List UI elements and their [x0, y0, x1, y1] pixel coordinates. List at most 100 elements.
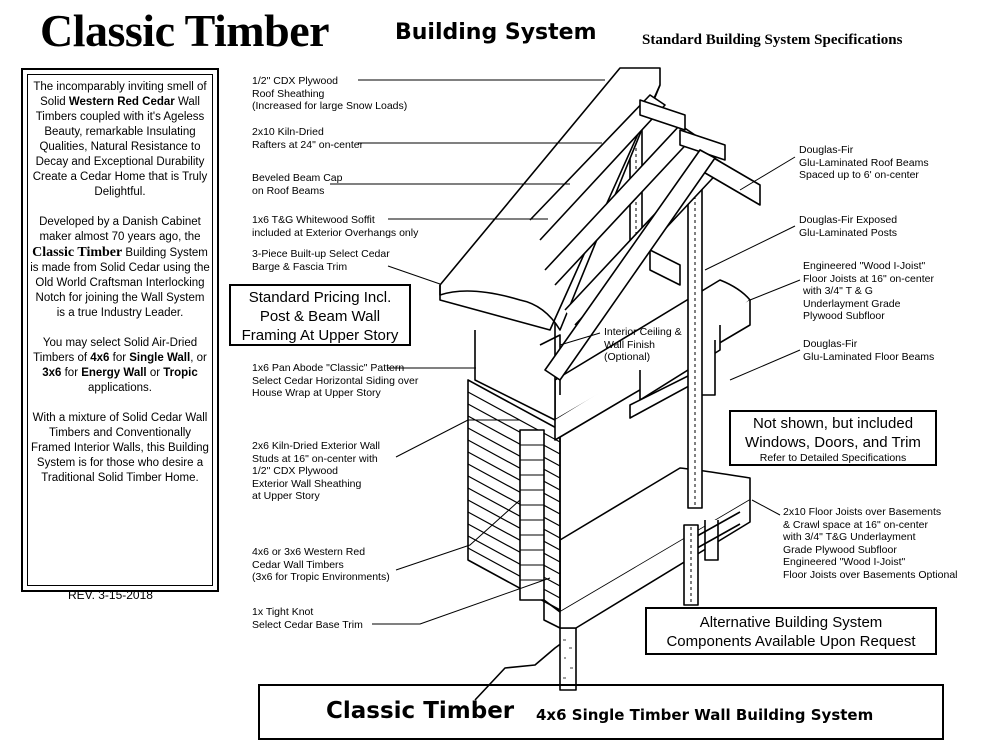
- wall-corner-post: [519, 429, 545, 601]
- not-shown-box: Not shown, but included Windows, Doors, …: [729, 410, 937, 466]
- revision-date: REV. 3-15-2018: [68, 588, 153, 602]
- p3-text-f: 3x6: [42, 367, 62, 379]
- brand-title: Classic Timber: [40, 5, 330, 56]
- wall-end: [543, 430, 561, 613]
- callout-line: Select Cedar Base Trim: [252, 618, 363, 631]
- callout-line: Glu-Laminated Posts: [799, 226, 898, 239]
- callout-floor-beams: Douglas-Fir Glu-Laminated Floor Beams: [803, 338, 934, 363]
- callout-line: Floor Joists at 16" on-center: [803, 272, 934, 285]
- roof-beam-1: [639, 99, 686, 131]
- callout-line: with 3/4" T&G Underlayment: [783, 531, 916, 543]
- leader-lines: [330, 79, 801, 625]
- floor-beam-end: [649, 249, 681, 286]
- callout-line: (3x6 for Tropic Environments): [252, 571, 390, 583]
- description-paragraph-3: You may select Solid Air-Dried Timbers o…: [30, 336, 210, 396]
- callout-barge-trim: 3-Piece Built-up Select Cedar Barge & Fa…: [252, 248, 390, 273]
- callout-line: 4x6 or 3x6 Western Red: [252, 546, 366, 558]
- callout-line: Douglas-Fir: [799, 144, 854, 156]
- callout-siding: 1x6 Pan Abode "Classic" Pattern Select C…: [252, 362, 418, 400]
- ground-line: [474, 639, 567, 701]
- callout-line: at Upper Story: [252, 490, 320, 502]
- rafter-1: [529, 94, 666, 241]
- callout-line: Beveled Beam Cap: [252, 172, 343, 184]
- callout-line: included at Exterior Overhangs only: [252, 226, 419, 239]
- p2-text-c: Building System is made from Solid Cedar…: [30, 247, 210, 319]
- alternative-line: Components Available Upon Request: [666, 633, 916, 650]
- callout-line: Select Cedar Horizontal Siding over: [252, 374, 419, 387]
- callout-line: Barge & Fascia Trim: [252, 260, 348, 273]
- roof-beam-2: [679, 129, 726, 161]
- callout-exposed-posts: Douglas-Fir Exposed Glu-Laminated Posts: [799, 214, 897, 239]
- callout-line: 1/2" CDX Plywood: [252, 465, 339, 477]
- p3-text-c: for: [109, 352, 130, 364]
- p3-text-e: , or: [190, 352, 207, 364]
- p2-text-b: Classic Timber: [32, 245, 123, 260]
- p3-text-a: You may select Solid Air-Dried Timbers o…: [33, 337, 198, 364]
- description-paragraph-1: The incomparably inviting smell of Solid…: [30, 80, 210, 200]
- callout-line: Wall Finish: [604, 338, 655, 351]
- callout-line: Glu-Laminated Roof Beams: [799, 156, 929, 169]
- callout-line: Interior Ceiling &: [604, 326, 682, 338]
- callout-line: Engineered "Wood I-Joist": [783, 556, 906, 568]
- pricing-line: Post & Beam Wall: [259, 308, 381, 325]
- callout-line: with 3/4" T & G: [803, 285, 873, 297]
- footer-title-bar: Classic Timber 4x6 Single Timber Wall Bu…: [258, 684, 944, 740]
- corner-post-courses: [520, 444, 544, 581]
- not-shown-note: Refer to Detailed Specifications: [759, 452, 907, 464]
- base-trim: [543, 600, 561, 629]
- callout-line: 1x6 T&G Whitewood Soffit: [252, 214, 375, 226]
- callout-line: 2x6 Kiln-Dried Exterior Wall: [252, 440, 380, 452]
- callout-line: 3-Piece Built-up Select Cedar: [252, 248, 390, 260]
- p1-text-c: Wall Timbers coupled with it's Ageless B…: [32, 96, 208, 198]
- callout-wall-studs: 2x6 Kiln-Dried Exterior Wall Studs at 16…: [252, 440, 380, 503]
- callout-roof-sheathing: 1/2" CDX Plywood Roof Sheathing (Increas…: [252, 75, 407, 113]
- lower-floor-edge: [559, 500, 751, 629]
- callout-wall-timbers: 4x6 or 3x6 Western Red Cedar Wall Timber…: [252, 546, 390, 584]
- p3-text-i: or: [146, 367, 164, 379]
- callout-line: 1x6 Pan Abode "Classic" Pattern: [252, 362, 405, 374]
- pricing-box: Standard Pricing Incl. Post & Beam Wall …: [229, 284, 411, 346]
- description-panel-inner: The incomparably inviting smell of Solid…: [27, 74, 213, 586]
- callout-line: Exterior Wall Sheathing: [252, 477, 362, 490]
- timber-courses: [467, 391, 561, 599]
- callout-line: (Optional): [604, 351, 651, 363]
- callout-beam-cap: Beveled Beam Cap on Roof Beams: [252, 172, 342, 197]
- callout-line: Underlayment Grade: [803, 297, 901, 310]
- description-panel: The incomparably inviting smell of Solid…: [21, 68, 219, 592]
- callout-i-joist: Engineered "Wood I-Joist" Floor Joists a…: [803, 260, 934, 323]
- callout-roof-beams: Douglas-Fir Glu-Laminated Roof Beams Spa…: [799, 144, 929, 182]
- callout-line: Glu-Laminated Floor Beams: [803, 350, 935, 363]
- foundation-stipple: [563, 639, 573, 679]
- barge-trim: [544, 149, 716, 381]
- callout-line: Douglas-Fir Exposed: [799, 214, 898, 226]
- alternative-line: Alternative Building System: [699, 614, 883, 631]
- callout-line: 1x Tight Knot: [252, 606, 314, 618]
- p1-text-a: The incomparably inviting smell of Solid: [33, 81, 207, 108]
- callout-line: Plywood Subfloor: [803, 310, 885, 322]
- footer-subtitle: 4x6 Single Timber Wall Building System: [536, 706, 874, 724]
- callout-line: & Crawl space at 16" on-center: [783, 518, 928, 531]
- alternative-components-box: Alternative Building System Components A…: [645, 607, 937, 655]
- callout-line: 2x10 Floor Joists over Basements: [783, 506, 942, 518]
- callout-line: Rafters at 24" on-center: [252, 138, 364, 151]
- callout-line: Spaced up to 6' on-center: [799, 169, 919, 181]
- callout-line: Floor Joists over Basements Optional: [783, 568, 958, 581]
- rafter-2: [544, 124, 696, 286]
- not-shown-line: Not shown, but included: [752, 415, 914, 432]
- p3-text-h: Energy Wall: [81, 367, 147, 379]
- callout-line: on Roof Beams: [252, 184, 325, 197]
- p3-text-d: Single Wall: [129, 352, 191, 364]
- callout-line: Engineered "Wood I-Joist": [803, 260, 926, 272]
- callout-interior-finish: Interior Ceiling & Wall Finish (Optional…: [604, 326, 682, 364]
- callout-line: Cedar Wall Timbers: [252, 558, 344, 571]
- callout-line: Grade Plywood Subfloor: [783, 543, 897, 556]
- spec-heading: Standard Building System Specifications: [642, 32, 903, 48]
- callout-base-trim: 1x Tight Knot Select Cedar Base Trim: [252, 606, 363, 631]
- callout-line: Studs at 16" on-center with: [252, 452, 378, 465]
- description-paragraph-2: Developed by a Danish Cabinet maker almo…: [30, 215, 210, 321]
- p3-text-k: applications.: [88, 382, 152, 394]
- not-shown-line: Windows, Doors, and Trim: [745, 434, 921, 451]
- callout-line: (Increased for large Snow Loads): [252, 100, 408, 112]
- callout-line: 1/2" CDX Plywood: [252, 75, 339, 87]
